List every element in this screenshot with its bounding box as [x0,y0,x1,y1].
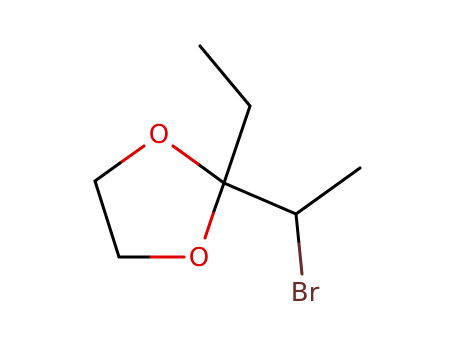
bond-c2-chbr [222,181,298,216]
bond-ethyl-ch3-ch2 [198,44,252,108]
bond-c-br-black [294,212,301,246]
bond-c-br-brown [297,242,304,276]
atom-label-oxygen-top: O [149,120,169,150]
bond-o1-ch2-black [93,161,122,183]
bond-chbr-ch3 [294,166,362,216]
bond-ch2-ch2 [93,179,121,259]
bond-ethyl-ch2-ring-c2 [222,104,252,185]
bond-c2-o1-red [171,144,200,166]
bond-c2-o1-black [196,162,226,185]
bond-o1-ch2-red [118,144,146,165]
atom-label-oxygen-bottom: O [189,243,209,273]
atom-label-bromine: Br [291,278,320,308]
bond-o2-c2-red [203,209,216,240]
bond-o2-c2-black [212,181,226,213]
